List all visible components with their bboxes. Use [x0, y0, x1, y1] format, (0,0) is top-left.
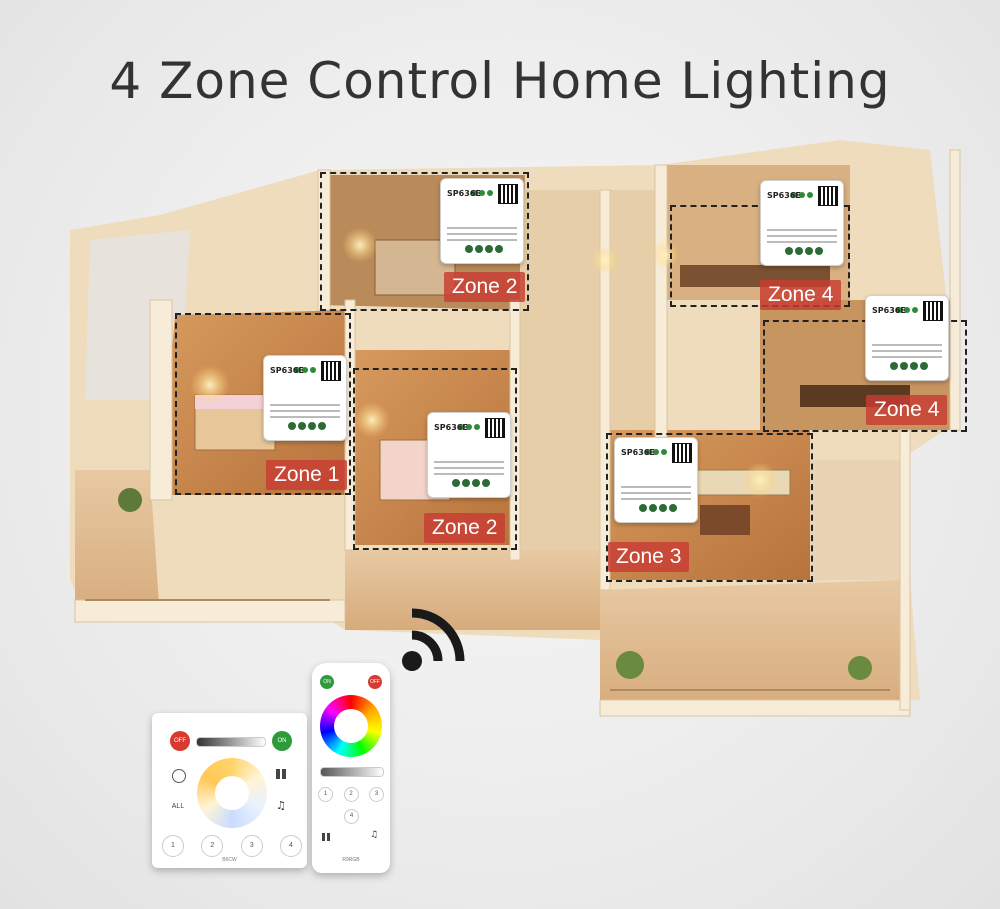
controller-zone-4-right: SP636E — [865, 295, 949, 381]
scene-grid-icon[interactable] — [322, 833, 330, 841]
zone-key-1[interactable]: 1 — [162, 835, 184, 857]
zone-label: Zone 2 — [444, 272, 526, 302]
panel-remote: OFF ON ALL ♫ 1 2 3 4 B6CW — [152, 713, 307, 868]
zone-key-2[interactable]: 2 — [343, 787, 359, 802]
zone-key-4[interactable]: 4 — [344, 809, 359, 824]
all-button[interactable]: ALL — [166, 799, 190, 815]
zone-key-3[interactable]: 3 — [369, 787, 384, 802]
qr-code-icon — [321, 361, 341, 381]
controller-zone-3: SP636E — [614, 437, 698, 523]
music-icon[interactable]: ♫ — [276, 799, 286, 812]
zone-key-3[interactable]: 3 — [240, 835, 263, 857]
controller-model: SP636E — [767, 191, 801, 200]
panel-model: B6CW — [222, 857, 237, 863]
on-button[interactable]: ON — [272, 731, 292, 751]
handheld-model: R9RGB — [342, 857, 360, 863]
on-label: ON — [277, 738, 287, 744]
controller-model: SP636E — [872, 306, 906, 315]
scene-grid-icon[interactable] — [276, 769, 286, 779]
zone-label: Zone 4 — [866, 395, 948, 425]
wireless-signal-icon — [402, 608, 465, 671]
controller-model: SP636E — [434, 423, 468, 432]
all-label: ALL — [171, 803, 185, 810]
zone-label: Zone 2 — [424, 513, 506, 543]
off-label: OFF — [174, 738, 186, 744]
controller-zone-1: SP636E — [263, 355, 347, 441]
zone-2-bottom-outline — [353, 368, 517, 550]
off-label: OFF — [370, 679, 380, 685]
off-button[interactable]: OFF — [368, 675, 382, 689]
white-slider[interactable] — [320, 767, 384, 777]
qr-code-icon — [672, 443, 692, 463]
controller-zone-4-top: SP636E — [760, 180, 844, 266]
qr-code-icon — [818, 186, 838, 206]
zone-label: Zone 3 — [608, 542, 690, 572]
zone-keys: 1 2 3 — [318, 787, 384, 802]
qr-code-icon — [485, 418, 505, 438]
color-wheel[interactable] — [320, 695, 382, 757]
zone-label: Zone 1 — [266, 460, 348, 490]
on-button[interactable]: ON — [320, 675, 334, 689]
zone-key-2[interactable]: 2 — [201, 835, 224, 857]
zone-key-4[interactable]: 4 — [279, 835, 302, 857]
on-label: ON — [323, 679, 331, 685]
off-button[interactable]: OFF — [170, 731, 190, 751]
zone-keys: 1 2 3 4 — [162, 835, 302, 857]
controller-zone-2-top: SP636E — [440, 178, 524, 264]
qr-code-icon — [498, 184, 518, 204]
controller-zone-2-bottom: SP636E — [427, 412, 511, 498]
page-title: 4 Zone Control Home Lighting — [109, 52, 891, 110]
qr-code-icon — [923, 301, 943, 321]
controller-model: SP636E — [270, 366, 304, 375]
zone-2-top-outline — [320, 172, 529, 311]
handheld-remote: ON OFF 1 2 3 4 ♫ R9RGB — [312, 663, 390, 873]
zone-3-outline — [606, 433, 813, 582]
zone-label: Zone 4 — [760, 280, 842, 310]
music-icon[interactable]: ♫ — [370, 830, 379, 840]
color-temperature-wheel[interactable] — [197, 758, 267, 828]
controller-model: SP636E — [447, 189, 481, 198]
controller-model: SP636E — [621, 448, 655, 457]
mode-icon[interactable] — [172, 769, 186, 783]
zone-1-outline — [175, 313, 351, 495]
brightness-slider[interactable] — [196, 737, 266, 747]
zone-key-1[interactable]: 1 — [318, 787, 333, 802]
